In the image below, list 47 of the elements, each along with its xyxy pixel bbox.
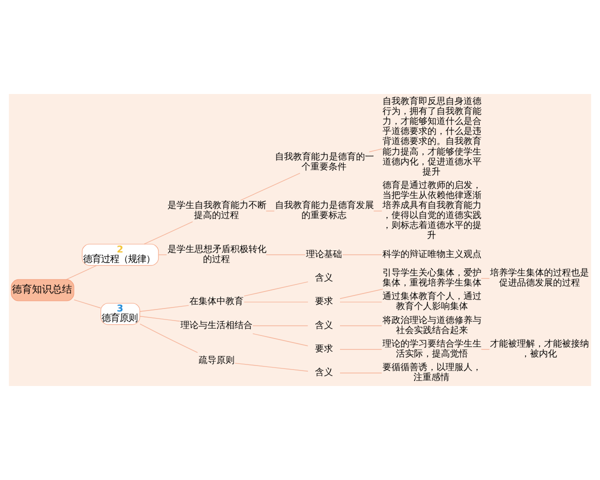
connector [266,210,275,212]
node-text: 疏导原则 [198,356,234,366]
node-text: 含义 [314,320,333,331]
node-text: 德育是通过教师的启发，当把学生从依赖他律逐渐培养成具有自我教育能力，使得以自觉的道德实践，则标志着道德水平的提升 [382,180,482,242]
node-text: 通过集体教育个人，通过教育个人影响集体 [382,292,482,312]
node-text: 要循循善诱，以理服人，注重感情 [382,363,482,384]
connector [373,210,382,212]
connector [140,324,198,353]
node-text: 是学生思想矛盾积极转化的过程 [167,244,266,265]
node-text: 理论与生活相结合 [180,320,253,331]
node-text: 含义 [314,273,333,284]
node-text: 要求 [314,297,333,308]
connector [340,325,382,326]
node-text: 自我教育能力是德育发展的重要标志 [274,201,374,222]
connector [74,299,101,308]
node-text: 自我教育能力是德育的一个重要条件 [274,152,374,173]
node-text: 理论基础 [306,250,342,260]
connector [340,349,382,350]
connector [252,333,308,346]
node-text: 是学生自我教育能力不断提高的过程 [167,201,266,222]
connector [140,305,190,312]
connector [66,265,97,280]
connector [240,172,300,201]
node-box: 德育知识总结 [10,279,74,302]
node-text: 含义 [314,368,333,378]
node-text: 培养学生集体的过程也是促进品德发展的过程 [490,268,590,289]
connector [144,221,193,244]
node-text: 在集体中教育 [189,297,244,308]
connector [342,254,382,256]
connector [340,288,384,299]
node-text: 将政治理论与道德修养与社会实践结合起来 [382,316,482,336]
node-text: 自我教育即反思自身道德行为，拥有了自我教育能力，才能够知道什么是合乎道德要求的，什么是违背道德要求的。自我教育能力提高，才能够使学生道德内化，促进道德水平提升 [382,97,482,178]
node-box: 3 德育原则 [100,302,140,325]
node-text: 要求 [314,344,333,354]
node-text: 引导学生关心集体，爱护集体，重视培养学生集体 [382,268,482,289]
connector [244,281,308,296]
node-text: 理论的学习要结合学生生活实际，提高觉悟 [382,339,482,360]
connector [140,316,180,322]
connector [368,148,382,152]
connector [234,362,308,372]
connector [266,254,306,256]
connector [480,278,490,279]
node-box: 2 德育过程（规律） [82,244,159,266]
connector [340,372,382,374]
node-text: 科学的辩证唯物主义观点 [382,250,482,260]
node-text: 才能被理解，才能被接纳，被内化 [490,339,590,360]
connector [252,325,308,326]
